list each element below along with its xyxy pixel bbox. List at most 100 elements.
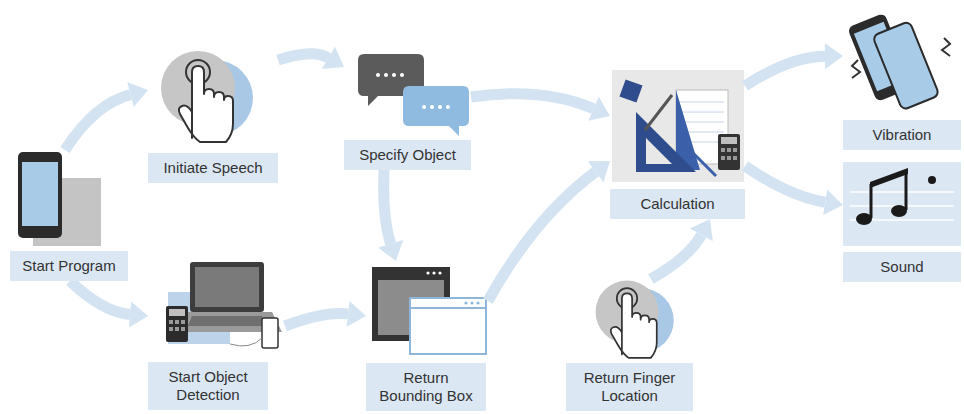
arrow-head (825, 43, 843, 69)
sound-icon-part (928, 176, 936, 184)
arrow-shaft (384, 170, 391, 244)
arrow-head (378, 240, 403, 261)
laptop-icon-part (230, 338, 262, 346)
process-node: Sound (843, 160, 961, 282)
calculation-icon-part (721, 148, 725, 152)
node-text: Start Object Detection (153, 368, 263, 404)
speech-bubbles-icon-part (430, 105, 434, 109)
windows-icon-part (438, 271, 441, 274)
arrow-shaft (745, 56, 825, 86)
calculation-icon-part (690, 150, 716, 176)
speech-bubbles-icon-part (422, 105, 426, 109)
arrow-head (588, 97, 610, 121)
flow-arrow (471, 94, 610, 121)
node-text: Initiate Speech (153, 159, 273, 177)
phone-icon (18, 152, 101, 246)
finger-icon-part (596, 281, 674, 358)
process-node: Initiate Speech (148, 40, 278, 183)
calculation-icon-part (680, 112, 724, 113)
sound-icon-part (843, 162, 961, 246)
sound-icon (843, 162, 961, 246)
calculation-icon-part (680, 102, 724, 103)
calculation-icon-part (636, 112, 696, 172)
process-node: Start Program (10, 150, 128, 281)
process-node: Return Bounding Box (366, 261, 488, 411)
speech-bubbles-icon-part (384, 73, 388, 77)
arrow-shaft (65, 95, 131, 150)
calculation-icon-part (619, 79, 642, 102)
calculation-icon-part (645, 95, 672, 130)
flow-arrow (278, 47, 344, 69)
node-text: Calculation (615, 195, 740, 213)
calculation-icon-part (612, 70, 744, 182)
node-text: Specify Object (349, 146, 466, 164)
laptop-icon-part (262, 318, 278, 348)
arrow-head (588, 161, 610, 182)
laptop-icon-part (169, 309, 185, 316)
arrow-shaft (745, 166, 825, 202)
arrow-head (690, 219, 713, 241)
laptop-icon-part (169, 320, 173, 324)
arrow-head (347, 301, 366, 327)
process-node: Start Object Detection (148, 256, 285, 410)
calculation-icon-part (721, 156, 725, 160)
laptop-icon-part (195, 267, 259, 307)
vibration-icon-part (942, 38, 950, 56)
speech-bubbles-icon-part (376, 73, 380, 77)
arrow-shaft (285, 313, 348, 326)
windows-icon (372, 267, 486, 354)
node-label-band: Initiate Speech (148, 153, 278, 183)
flow-arrow (70, 281, 148, 327)
sound-icon-part (870, 184, 873, 218)
arrow-shaft (488, 172, 596, 301)
laptop-icon-part (175, 320, 179, 324)
node-label-band: Return Bounding Box (366, 363, 486, 411)
arrow-head (322, 47, 344, 69)
sound-icon-part (891, 205, 907, 217)
arrow-head (129, 302, 148, 328)
calculation-icon-part (733, 156, 737, 160)
node-label-band: Vibration (843, 120, 961, 150)
windows-icon-part (410, 307, 486, 309)
vibration-icon (847, 13, 950, 110)
laptop-icon-part (169, 327, 173, 331)
speech-bubbles-icon-part (400, 73, 404, 77)
laptop-icon (166, 262, 282, 348)
calculation-icon-part (646, 138, 672, 164)
laptop-icon-part (190, 262, 264, 312)
node-label-band: Return Finger Location (566, 363, 693, 411)
laptop-icon-part (175, 327, 179, 331)
phone-icon-part (22, 162, 58, 226)
laptop-icon-part (181, 327, 185, 331)
calculation-icon-part (718, 134, 740, 170)
speech-bubbles-icon-part (392, 73, 396, 77)
calculation-icon-part (680, 122, 724, 123)
arrow-shaft (651, 235, 701, 279)
vibration-icon-part (872, 21, 939, 110)
arrow-head (823, 189, 843, 215)
node-label-band: Start Program (10, 251, 128, 281)
sound-icon-part (905, 170, 908, 210)
touch-icon (161, 51, 253, 142)
process-node: Return Finger Location (566, 279, 693, 411)
windows-icon-part (426, 271, 429, 274)
phone-icon-part (18, 152, 62, 238)
speech-bubbles-icon-part (438, 105, 442, 109)
flow-arrow (745, 166, 843, 215)
vibration-icon-part (852, 60, 860, 78)
sound-icon-part (856, 213, 872, 225)
flow-arrow (488, 161, 610, 301)
process-node: Vibration (843, 6, 961, 150)
node-label-band: Start Object Detection (148, 362, 268, 410)
calculation-icon (612, 70, 744, 182)
windows-icon-part (470, 301, 473, 304)
flow-arrow (285, 301, 366, 327)
speech-bubbles-icon-part (403, 86, 469, 136)
laptop-icon-part (166, 306, 188, 342)
windows-icon-part (476, 301, 479, 304)
speech-bubbles-icon (358, 54, 469, 136)
calculation-icon-part (727, 148, 731, 152)
